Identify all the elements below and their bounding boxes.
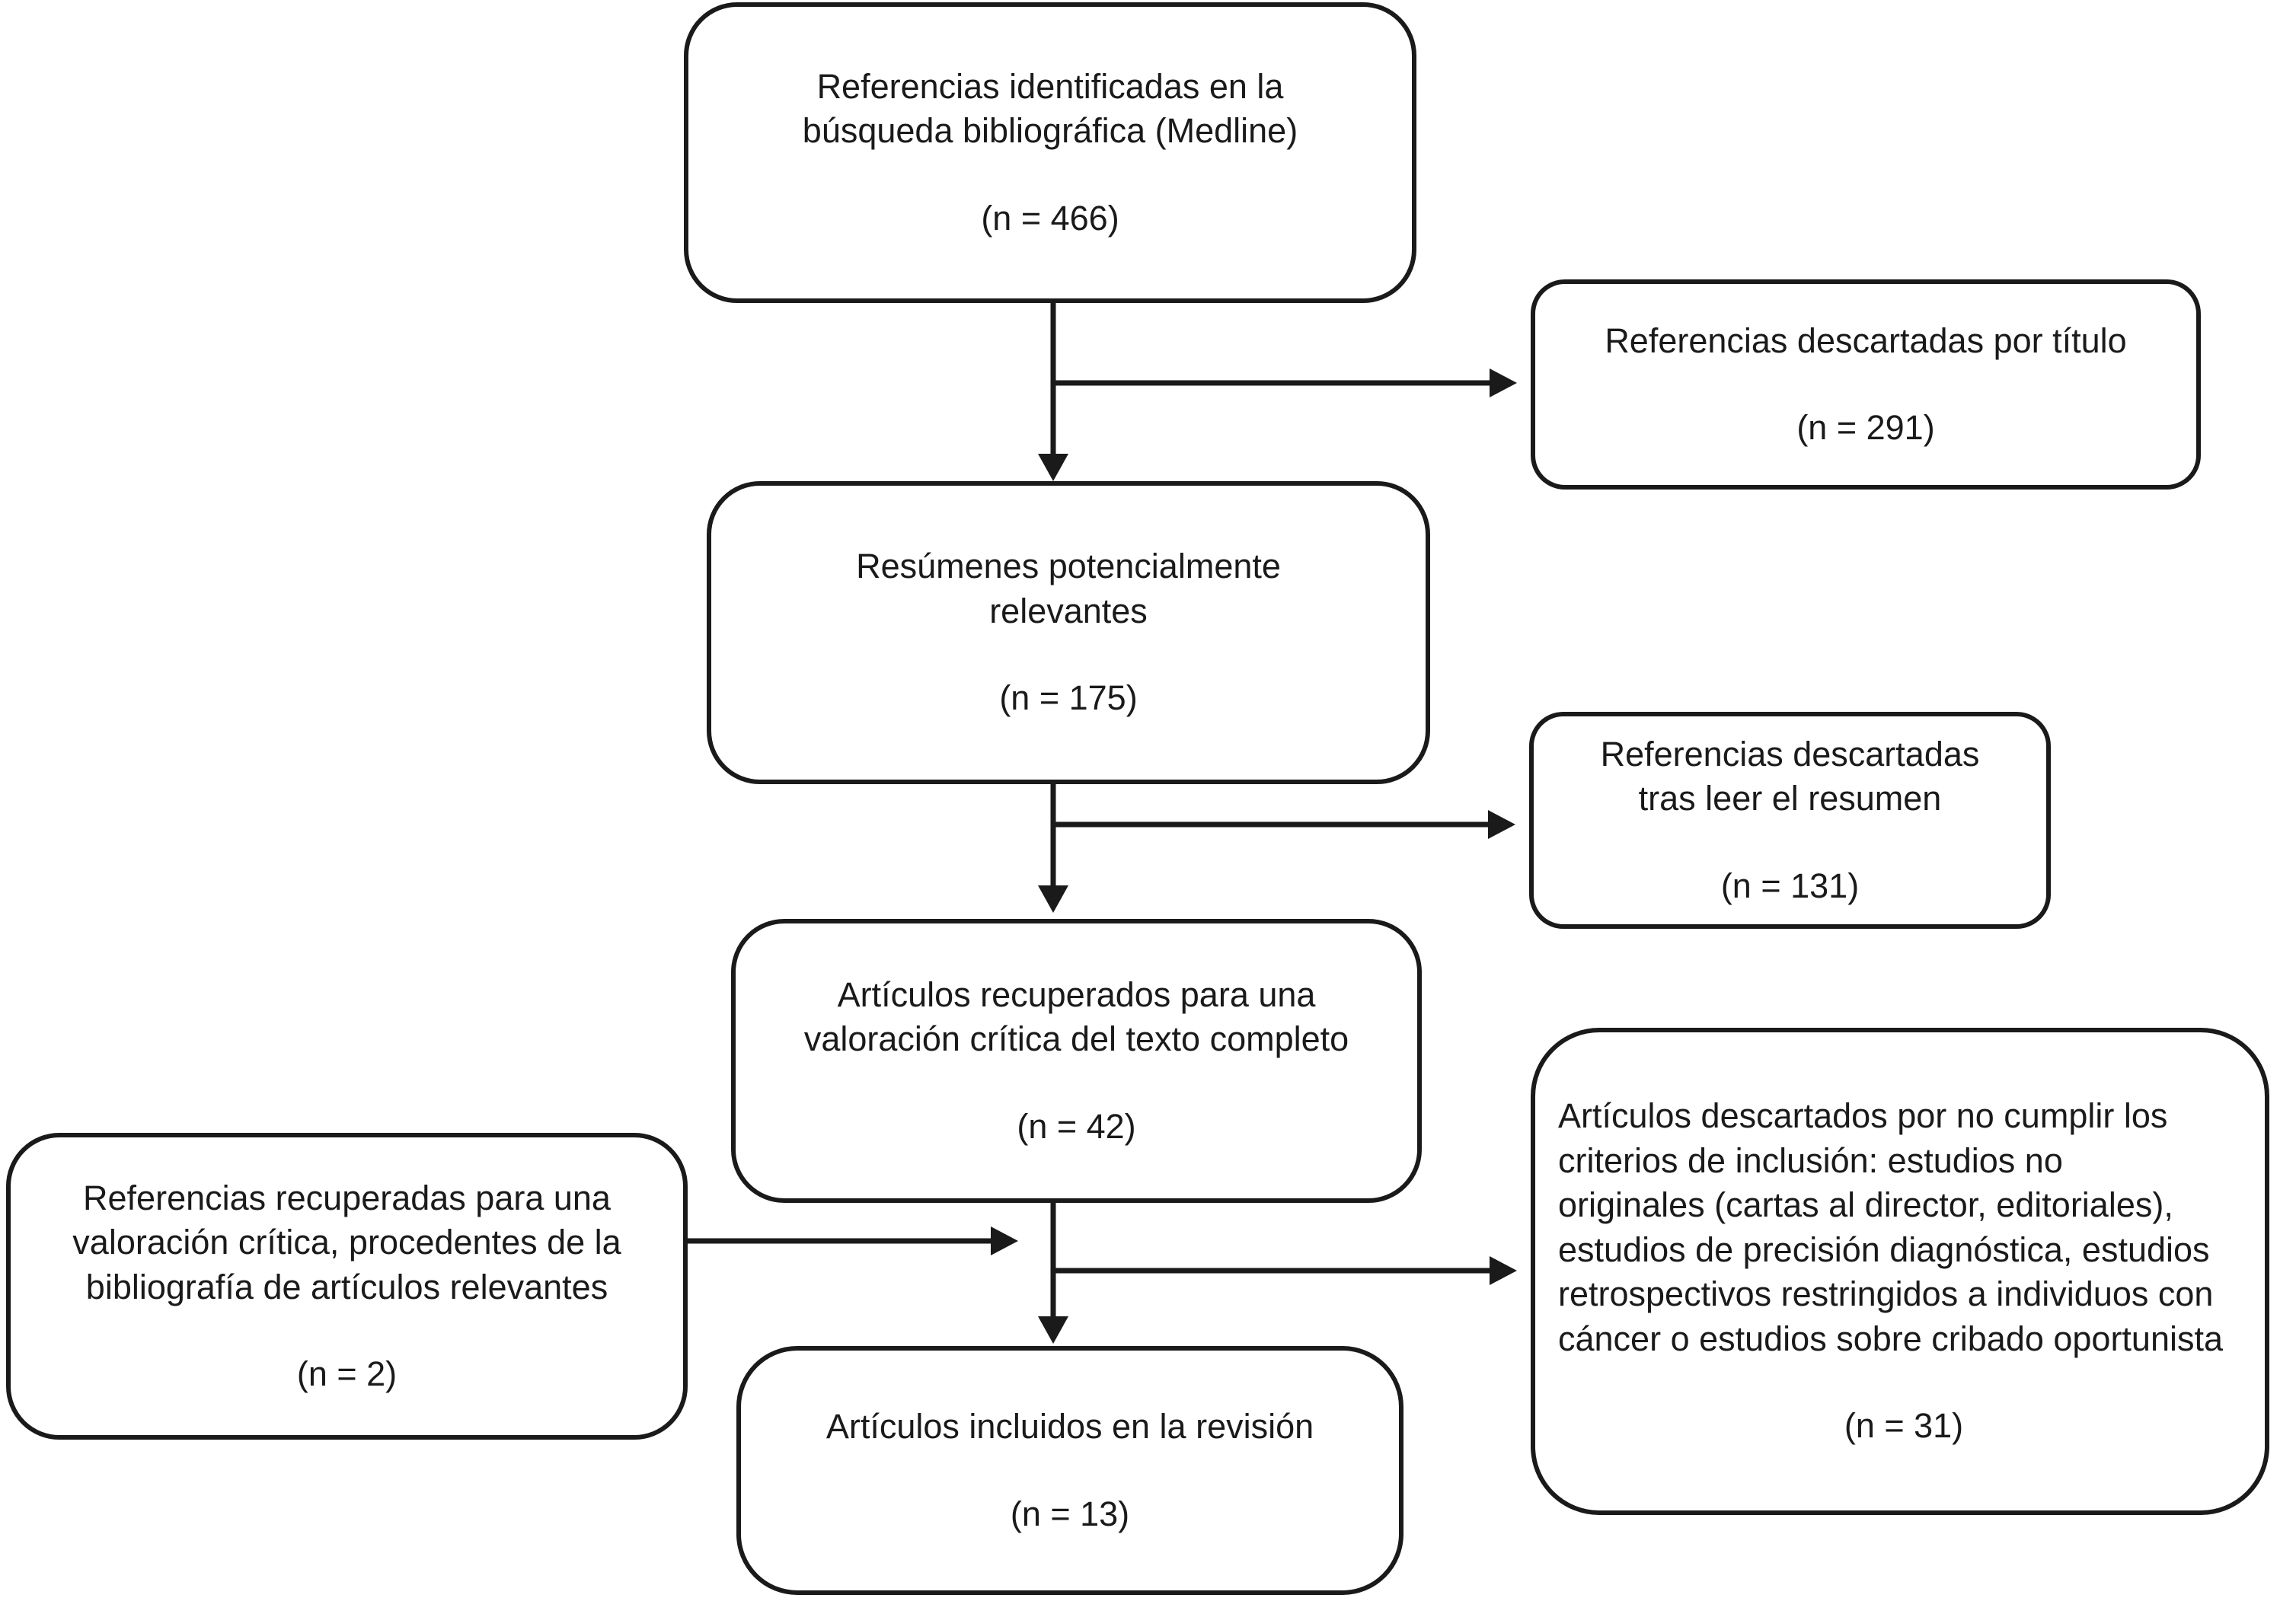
box-label: Referencias descartadas por título bbox=[1605, 321, 2127, 360]
box-count: (n = 13) bbox=[1010, 1494, 1130, 1533]
box-discarded-by-title: Referencias descartadas por título (n = … bbox=[1531, 279, 2201, 490]
box-label: Artículos recuperados para una valoració… bbox=[803, 974, 1349, 1059]
box-articles-included: Artículos incluidos en la revisión (n = … bbox=[736, 1346, 1403, 1595]
box-label: Artículos incluidos en la revisión bbox=[825, 1407, 1314, 1446]
box-articles-excluded: Artículos descartados por no cumplir los… bbox=[1531, 1028, 2269, 1515]
arrowhead-down-fulltext bbox=[1038, 885, 1068, 913]
arrowhead-right-discarded-title bbox=[1490, 368, 1517, 397]
box-label: Referencias descartadas tras leer el res… bbox=[1600, 734, 1980, 818]
box-label-line: originales (cartas al director, editoria… bbox=[1558, 1185, 2173, 1225]
box-references-from-bibliography: Referencias recuperadas para una valorac… bbox=[6, 1133, 688, 1440]
arrowhead-right-discarded-abstract bbox=[1488, 810, 1515, 839]
box-references-identified: Referencias identificadas en la búsqueda… bbox=[684, 2, 1416, 303]
box-label: Resúmenes potencialmente relevantes bbox=[856, 547, 1281, 630]
box-label: Referencias identificadas en la búsqueda… bbox=[802, 66, 1298, 151]
box-fulltext-retrieved: Artículos recuperados para una valoració… bbox=[731, 919, 1422, 1203]
box-label: Artículos descartados por no cumplir los… bbox=[1558, 1094, 2223, 1361]
box-relevant-abstracts: Resúmenes potencialmente relevantes (n =… bbox=[707, 481, 1430, 784]
box-label-line: cáncer o estudios sobre cribado oportuni… bbox=[1558, 1319, 2224, 1358]
box-label-line: estudios de precisión diagnóstica, estud… bbox=[1558, 1230, 2210, 1269]
box-label-line: retrospectivos restringidos a individuos… bbox=[1558, 1274, 2214, 1314]
box-label: Referencias recuperadas para una valorac… bbox=[72, 1178, 621, 1306]
box-count: (n = 175) bbox=[999, 678, 1138, 718]
box-count: (n = 42) bbox=[1017, 1106, 1136, 1146]
box-count: (n = 2) bbox=[296, 1354, 398, 1393]
box-count: (n = 291) bbox=[1796, 408, 1935, 447]
box-count: (n = 466) bbox=[981, 198, 1119, 238]
box-count: (n = 31) bbox=[1844, 1406, 1964, 1446]
box-count: (n = 131) bbox=[1720, 866, 1860, 905]
box-label-line: Artículos descartados por no cumplir los bbox=[1558, 1096, 2168, 1136]
box-discarded-after-abstract: Referencias descartadas tras leer el res… bbox=[1529, 712, 2051, 929]
arrowhead-down-included bbox=[1038, 1316, 1068, 1344]
arrowhead-right-bibliography bbox=[991, 1226, 1018, 1255]
arrowhead-down-abstracts bbox=[1038, 454, 1068, 481]
box-label-line: criterios de inclusión: estudios no bbox=[1558, 1140, 2063, 1180]
arrowhead-right-excluded bbox=[1490, 1256, 1517, 1285]
